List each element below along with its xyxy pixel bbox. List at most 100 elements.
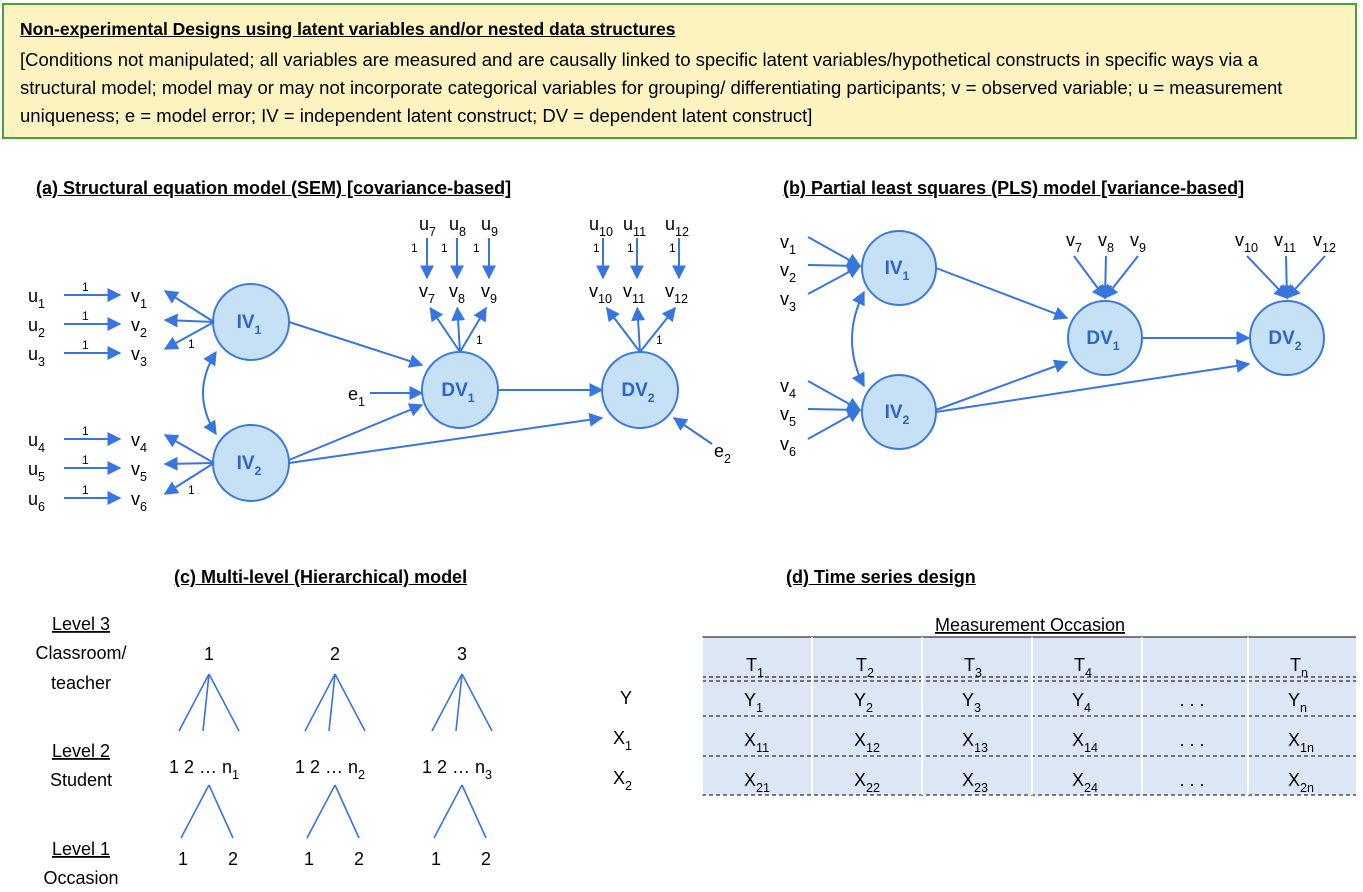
banner-description: [Conditions not manipulated; all variabl… [20, 49, 1283, 126]
node-iv2-label: IV2 [237, 453, 262, 478]
pls-observed-v7: v7 [1066, 230, 1082, 255]
student-branch-left [306, 784, 336, 839]
error-e1: e1 [348, 384, 365, 409]
uniqueness-u5: u5 [28, 459, 45, 484]
cell-Y1: Y1 [744, 690, 763, 715]
measurement-occasion-header: Measurement Occasion [935, 615, 1125, 635]
banner-title: Non-experimental Designs using latent va… [20, 19, 676, 39]
pls-observed-v12: v12 [1313, 230, 1336, 255]
students-classroom-3: 1 2 … n3 [422, 757, 492, 782]
pls-v7-to-dv1 [1073, 255, 1106, 300]
cell-X11: X11 [744, 730, 769, 755]
loading-one-u10: 1 [593, 241, 600, 255]
row-label-X1: X1 [613, 728, 632, 753]
classroom-1: 1 [204, 644, 214, 664]
observed-v4: v4 [131, 430, 147, 455]
classroom-branch-left [431, 673, 463, 732]
row-label-X2: X2 [613, 768, 632, 793]
node-dv2-label: DV2 [621, 380, 654, 405]
loading-one-u8: 1 [441, 241, 448, 255]
observed-v7: v7 [419, 281, 435, 306]
node-iv1-label: IV1 [237, 312, 262, 337]
classroom-branch-left [304, 673, 336, 732]
loading-one-u12: 1 [669, 241, 676, 255]
iv2-to-v5 [163, 456, 215, 471]
level3-name: Level 3 [52, 614, 110, 634]
iv1-to-v2 [163, 313, 215, 328]
cell-X1n: X1n [1288, 730, 1314, 755]
iv2-to-dv1 [288, 403, 424, 461]
level3-label-line2: teacher [51, 673, 111, 693]
observed-v1: v1 [131, 286, 147, 311]
student-branch-right [334, 784, 360, 839]
uniqueness-u12: u12 [665, 214, 689, 239]
error-e2: e2 [714, 441, 731, 466]
pls-v6-to-iv2 [807, 409, 862, 440]
observed-v11: v11 [623, 281, 645, 306]
classroom-2: 2 [330, 644, 340, 664]
pls-v10-to-dv2 [1246, 255, 1288, 300]
uniqueness-u2: u2 [28, 315, 45, 340]
design-banner: Non-experimental Designs using latent va… [2, 3, 1357, 139]
pls-iv1-iv2-covariance [851, 290, 865, 388]
row-label-Y: Y [620, 688, 632, 708]
cell-Y3: Y3 [962, 690, 981, 715]
pls-observed-v6: v6 [780, 434, 796, 459]
dv2-to-v10 [605, 306, 641, 353]
pls-observed-v9: v9 [1130, 230, 1146, 255]
occasion-2: 2 [228, 849, 238, 869]
student-branch-left [433, 784, 463, 839]
student-branch-right [461, 784, 487, 839]
timeseries-table [701, 636, 1356, 796]
pls-iv2-to-dv1 [935, 359, 1069, 411]
pls-v4-to-iv2 [807, 380, 862, 411]
node-pls-dv1-label: DV1 [1086, 328, 1119, 353]
cell-X2n: X2n [1288, 770, 1314, 795]
loading-one-u4: 1 [82, 424, 89, 438]
dv2-to-v12 [639, 306, 676, 353]
level2-label: Student [50, 770, 112, 790]
loading-one-u11: 1 [627, 241, 634, 255]
classroom-branch-middle [202, 673, 210, 732]
observed-v5: v5 [131, 459, 147, 484]
loading-one-u5: 1 [82, 453, 89, 467]
observed-v9: v9 [481, 281, 497, 306]
cell-ellipsis: . . . [1179, 690, 1204, 710]
level3-label-line1: Classroom/ [35, 643, 126, 663]
occasion-1: 1 [431, 849, 441, 869]
cell-Y2: Y2 [854, 690, 873, 715]
cell-X12: X12 [854, 730, 880, 755]
cell-Y4: Y4 [1072, 690, 1091, 715]
loading-one-iv1: 1 [188, 337, 195, 351]
node-pls-iv1-label: IV1 [885, 258, 910, 283]
column-header-T4: T4 [1074, 655, 1092, 680]
loading-one-u9: 1 [473, 241, 480, 255]
loading-one-iv2: 1 [188, 483, 195, 497]
node-pls-dv2-label: DV2 [1268, 328, 1301, 353]
level1-name: Level 1 [52, 839, 110, 859]
dv1-to-v8 [451, 306, 466, 353]
classroom-branch-left [178, 673, 210, 732]
cell-X21: X21 [744, 770, 770, 795]
iv2-to-dv2 [288, 412, 604, 464]
students-classroom-1: 1 2 … n1 [169, 757, 239, 782]
dv1-to-v7 [429, 306, 461, 353]
cell-X13: X13 [962, 730, 988, 755]
observed-v3: v3 [131, 344, 147, 369]
loading-one-u7: 1 [411, 241, 418, 255]
loading-one-u6: 1 [82, 483, 89, 497]
pls-observed-v2: v2 [780, 260, 796, 285]
loading-one-u1: 1 [82, 280, 89, 294]
uniqueness-u4: u4 [28, 430, 45, 455]
pls-observed-v8: v8 [1098, 230, 1114, 255]
column-header-T3: T3 [964, 655, 982, 680]
pls-v3-to-iv1 [807, 265, 862, 295]
occasion-1: 1 [178, 849, 188, 869]
pls-v2-to-iv1 [807, 258, 862, 273]
uniqueness-u1: u1 [28, 286, 45, 311]
node-pls-iv2-label: IV2 [885, 402, 910, 427]
iv1-to-v3 [163, 321, 215, 350]
pls-v11-to-dv2 [1279, 255, 1294, 300]
